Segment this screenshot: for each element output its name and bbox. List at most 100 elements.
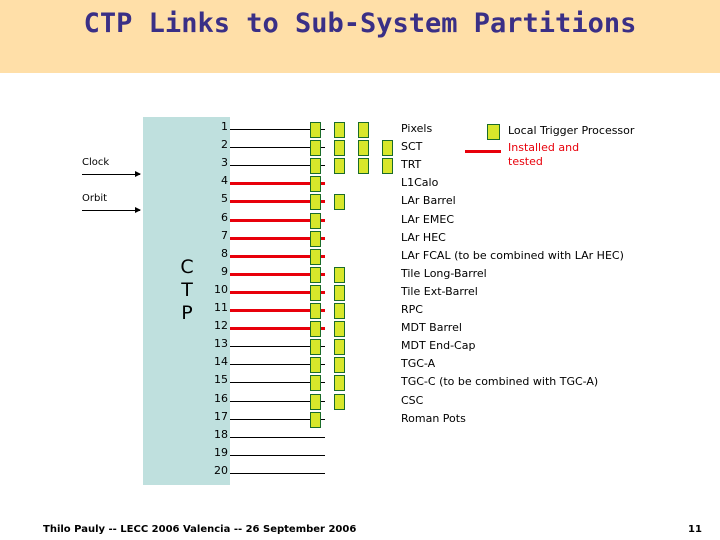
ltp-marker-icon: [310, 411, 321, 428]
link-row: 10: [143, 283, 663, 301]
link-line: [230, 436, 325, 438]
link-line: [230, 364, 325, 366]
page-title: CTP Links to Sub-System Partitions: [83, 8, 637, 39]
legend-ltp-swatch-icon: [487, 124, 500, 140]
input-arrow-clock: [82, 171, 141, 177]
title-banner: CTP Links to Sub-System Partitions: [0, 0, 720, 73]
link-line-installed: [230, 327, 325, 331]
link-row-number: 19: [214, 445, 228, 459]
link-row: 9: [143, 265, 663, 283]
link-row-number: 12: [214, 319, 228, 333]
subsystem-label: LAr FCAL (to be combined with LAr HEC): [401, 248, 624, 262]
ltp-marker-icon: [334, 158, 345, 175]
subsystem-label: Roman Pots: [401, 411, 466, 425]
link-row-number: 13: [214, 337, 228, 351]
ltp-marker-icon: [310, 339, 321, 356]
ltp-marker-icon: [334, 122, 345, 138]
ctp-label-line-3: P: [181, 302, 193, 324]
legend-installed-label: Installed and tested: [508, 141, 579, 169]
link-line-installed: [230, 200, 325, 204]
legend-installed-label-line1: Installed and: [508, 141, 580, 154]
subsystem-label: Pixels: [401, 122, 433, 135]
link-row-number: 11: [214, 301, 228, 314]
ltp-marker-icon: [310, 266, 321, 283]
input-label-clock: Clock: [82, 157, 110, 168]
link-line: [230, 454, 325, 456]
input-arrow-orbit: [82, 207, 141, 213]
subsystem-label: TGC-A: [401, 357, 436, 371]
ltp-marker-icon: [334, 266, 345, 283]
ltp-marker-icon: [334, 194, 345, 211]
ltp-marker-icon: [310, 122, 321, 138]
link-row-number: 18: [214, 427, 228, 441]
link-line-installed: [230, 236, 325, 240]
ltp-marker-icon: [310, 357, 321, 374]
link-row: 7: [143, 229, 663, 247]
link-line: [230, 472, 325, 474]
subsystem-label: L1Calo: [401, 176, 439, 190]
subsystem-label: LAr EMEC: [401, 212, 454, 226]
link-row: 11: [143, 301, 663, 319]
link-row-number: 15: [214, 373, 228, 387]
link-row-number: 17: [214, 409, 228, 423]
link-line: [230, 147, 325, 149]
link-row: 2: [143, 138, 663, 157]
link-row: 4: [143, 174, 663, 193]
link-row-number: 20: [214, 463, 228, 477]
link-row: 20: [143, 464, 663, 482]
ltp-marker-icon: [310, 393, 321, 410]
subsystem-label: RPC: [401, 303, 423, 316]
link-row: 5: [143, 192, 663, 211]
legend-installed-line-icon: [465, 150, 501, 153]
link-line-installed: [230, 272, 325, 276]
link-row: 16: [143, 392, 663, 410]
link-row-number: 3: [221, 156, 228, 170]
ltp-marker-icon: [310, 140, 321, 157]
ltp-marker-icon: [334, 357, 345, 374]
legend-ltp-label: Local Trigger Processor: [508, 124, 635, 137]
link-line: [230, 418, 325, 420]
legend-installed-label-line2: tested: [508, 155, 543, 168]
link-row-number: 14: [214, 355, 228, 369]
ltp-marker-icon: [310, 230, 321, 247]
link-line: [230, 400, 325, 402]
ltp-marker-icon: [310, 212, 321, 229]
ctp-block: [143, 117, 230, 485]
link-line: [230, 129, 325, 130]
link-line: [230, 382, 325, 384]
link-row: 15: [143, 373, 663, 392]
ltp-marker-icon: [334, 339, 345, 356]
ltp-marker-icon: [334, 375, 345, 392]
ltp-marker-icon: [334, 393, 345, 410]
ltp-marker-icon: [358, 158, 369, 175]
link-row-number: 8: [221, 246, 228, 260]
ltp-marker-icon: [310, 176, 321, 193]
ltp-marker-icon: [310, 375, 321, 392]
ctp-block-label: C T P: [172, 256, 202, 325]
ctp-label-line-2: T: [181, 279, 193, 301]
ltp-marker-icon: [358, 140, 369, 157]
link-line-installed: [230, 182, 325, 186]
subsystem-label: Tile Long-Barrel: [401, 266, 487, 280]
subsystem-label: MDT End-Cap: [401, 339, 476, 353]
link-row: 14: [143, 355, 663, 374]
subsystem-label: LAr Barrel: [401, 194, 456, 208]
subsystem-label: CSC: [401, 393, 424, 407]
link-row-number: 4: [221, 174, 228, 188]
ltp-marker-icon: [334, 321, 345, 338]
ltp-marker-icon: [310, 303, 321, 319]
link-row-number: 5: [221, 192, 228, 206]
link-row-number: 9: [221, 264, 228, 278]
footer-text: Thilo Pauly -- LECC 2006 Valencia -- 26 …: [43, 524, 357, 535]
link-line: [230, 165, 325, 167]
link-line-installed: [230, 309, 325, 312]
ltp-marker-icon: [310, 321, 321, 338]
subsystem-label: LAr HEC: [401, 230, 446, 244]
ltp-marker-icon: [382, 158, 393, 175]
subsystem-label: Tile Ext-Barrel: [401, 284, 478, 298]
subsystem-label: MDT Barrel: [401, 321, 462, 335]
link-line: [230, 346, 325, 348]
subsystem-label: TRT: [401, 158, 422, 172]
link-row: 1: [143, 120, 663, 138]
